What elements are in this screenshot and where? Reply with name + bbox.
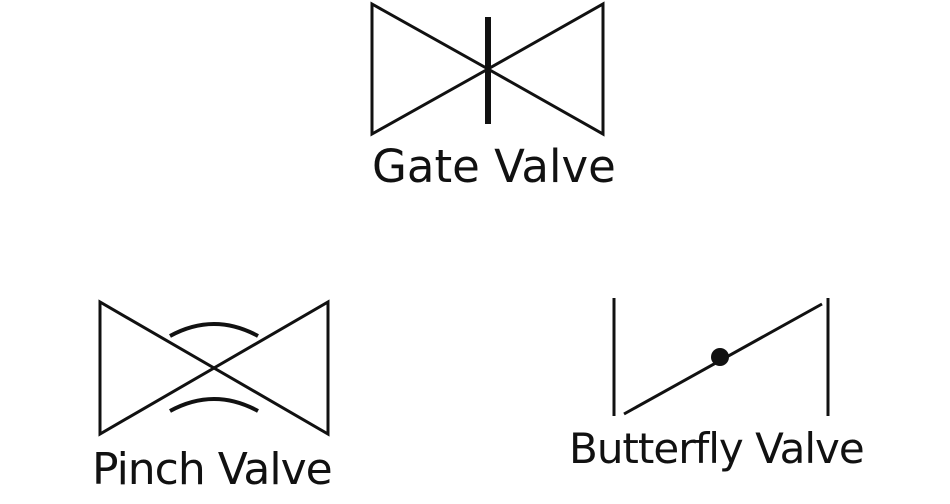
- gate-valve-right-triangle: [484, 1, 605, 137]
- pinch-valve-icon: [6, 299, 420, 437]
- gate-valve-label: Gate Valve: [372, 140, 616, 193]
- gate-valve-left-triangle: [370, 1, 492, 137]
- butterfly-valve-label: Butterfly Valve: [569, 424, 865, 473]
- pinch-valve-label: Pinch Valve: [92, 444, 333, 495]
- pinch-valve-bottom-arc: [169, 397, 259, 413]
- pinch-valve-right-triangle: [211, 299, 330, 437]
- butterfly-valve-pivot: [711, 348, 729, 366]
- pinch-valve-top-arc: [169, 322, 259, 338]
- gate-valve-icon: [276, 1, 700, 137]
- pinch-valve-left-triangle: [98, 299, 217, 437]
- butterfly-valve-icon: [525, 298, 920, 416]
